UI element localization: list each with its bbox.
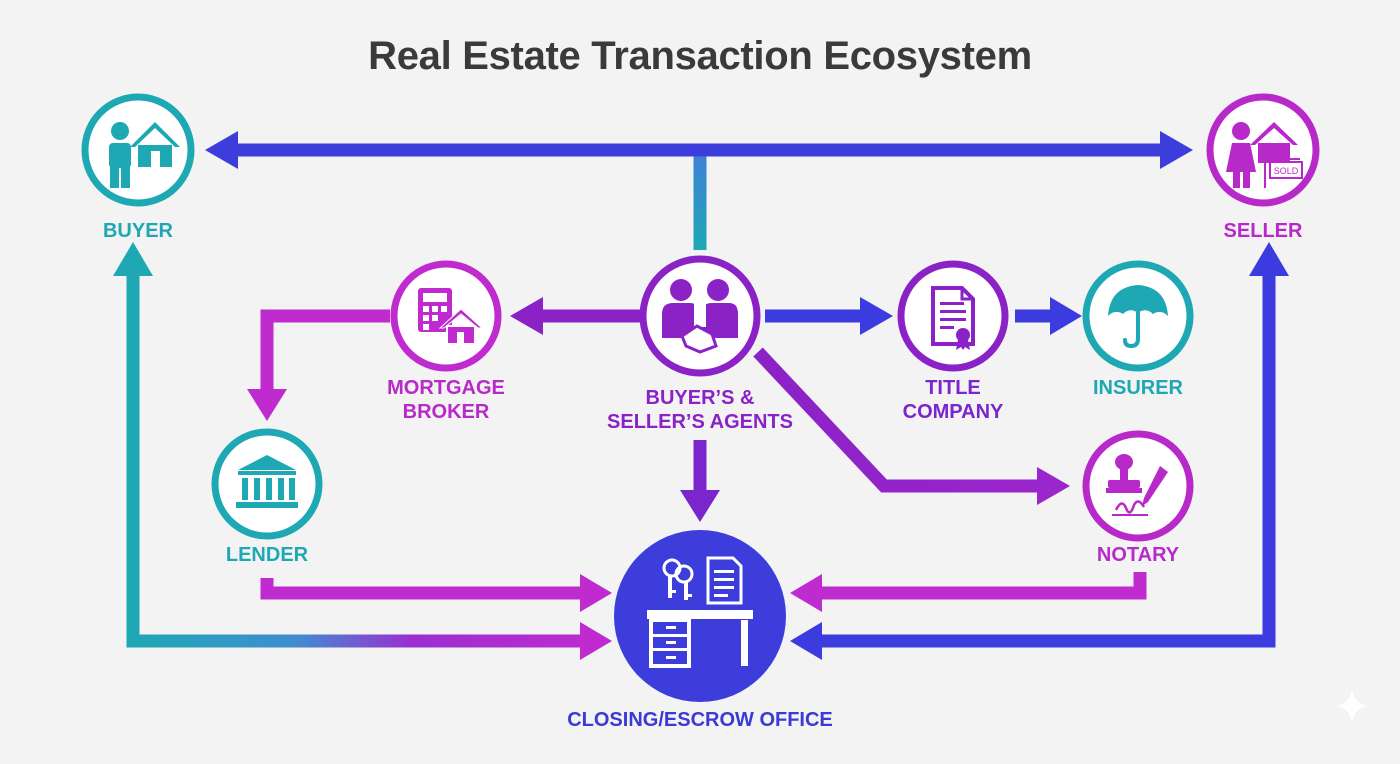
arrowhead-lender-to-closing	[580, 574, 612, 612]
insurer-node	[1082, 260, 1194, 372]
closing-office-node	[614, 530, 786, 702]
arrowhead-loop-to-closing-right	[790, 622, 822, 660]
arrowhead-to-notary	[1037, 467, 1070, 505]
connector-lender-to-closing	[260, 578, 582, 600]
arrowheads	[113, 131, 1289, 660]
lender-label: LENDER	[225, 544, 309, 566]
arrowhead-up-to-seller	[1249, 242, 1289, 276]
page-title: Real Estate Transaction Ecosystem	[368, 34, 1032, 78]
agents-node	[639, 255, 761, 377]
certificate-document-icon	[931, 286, 975, 350]
notary-label: NOTARY	[1096, 544, 1180, 566]
agents-label: BUYER’S & SELLER’S AGENTS	[575, 386, 825, 434]
connector-closing-to-seller	[818, 275, 1276, 648]
title-company-label: TITLE COMPANY	[873, 376, 1033, 424]
arrowhead-to-insurer	[1050, 297, 1082, 335]
arrowhead-to-seller	[1160, 131, 1193, 169]
title-company-node	[897, 260, 1009, 372]
mortgage-broker-label-line1: MORTGAGE	[387, 377, 505, 399]
title-company-label-line2: COMPANY	[902, 401, 1004, 423]
buyer-house-icon	[109, 122, 180, 188]
agents-label-line1: BUYER’S &	[645, 387, 755, 409]
buyer-node	[81, 93, 195, 207]
desk-keys-document-icon	[647, 556, 753, 668]
mortgage-broker-node	[390, 260, 502, 372]
seller-label: SELLER	[1223, 220, 1303, 242]
insurer-label: INSURER	[1092, 377, 1183, 399]
arrowhead-loop-to-closing-left	[580, 622, 612, 660]
sparkle-watermark-icon	[1336, 688, 1368, 724]
connector-notary-to-closing	[818, 572, 1147, 600]
arrowhead-to-broker	[510, 297, 543, 335]
connector-agents-to-notary	[753, 347, 1040, 493]
agents-label-line2: SELLER’S AGENTS	[607, 411, 793, 433]
connector-closing-to-buyer	[126, 275, 582, 648]
lender-node	[211, 428, 323, 540]
buyer-label: BUYER	[102, 220, 173, 242]
mortgage-broker-label: MORTGAGE BROKER	[346, 376, 546, 424]
stamp-pen-icon	[1106, 454, 1168, 516]
connector-lines	[126, 143, 1276, 648]
calculator-house-icon	[418, 288, 484, 345]
umbrella-icon	[1108, 285, 1168, 349]
seller-node: SOLD	[1206, 93, 1320, 207]
arrowhead-to-buyer	[205, 131, 238, 169]
arrowhead-up-to-buyer	[113, 242, 153, 276]
closing-office-label: CLOSING/ESCROW OFFICE	[567, 709, 833, 731]
sold-sign-text: SOLD	[1274, 166, 1299, 176]
seller-sold-sign-icon	[1226, 122, 1303, 188]
arrowhead-notary-to-closing	[790, 574, 822, 612]
arrowhead-to-title	[860, 297, 893, 335]
notary-node	[1082, 430, 1194, 542]
arrowhead-to-lender	[247, 389, 287, 421]
mortgage-broker-label-line2: BROKER	[402, 401, 490, 423]
arrowhead-agents-to-closing	[680, 490, 720, 522]
bank-icon	[236, 455, 298, 508]
handshake-agents-icon	[662, 279, 738, 354]
connector-broker-to-lender	[260, 309, 390, 392]
title-company-label-line1: TITLE	[925, 377, 981, 399]
